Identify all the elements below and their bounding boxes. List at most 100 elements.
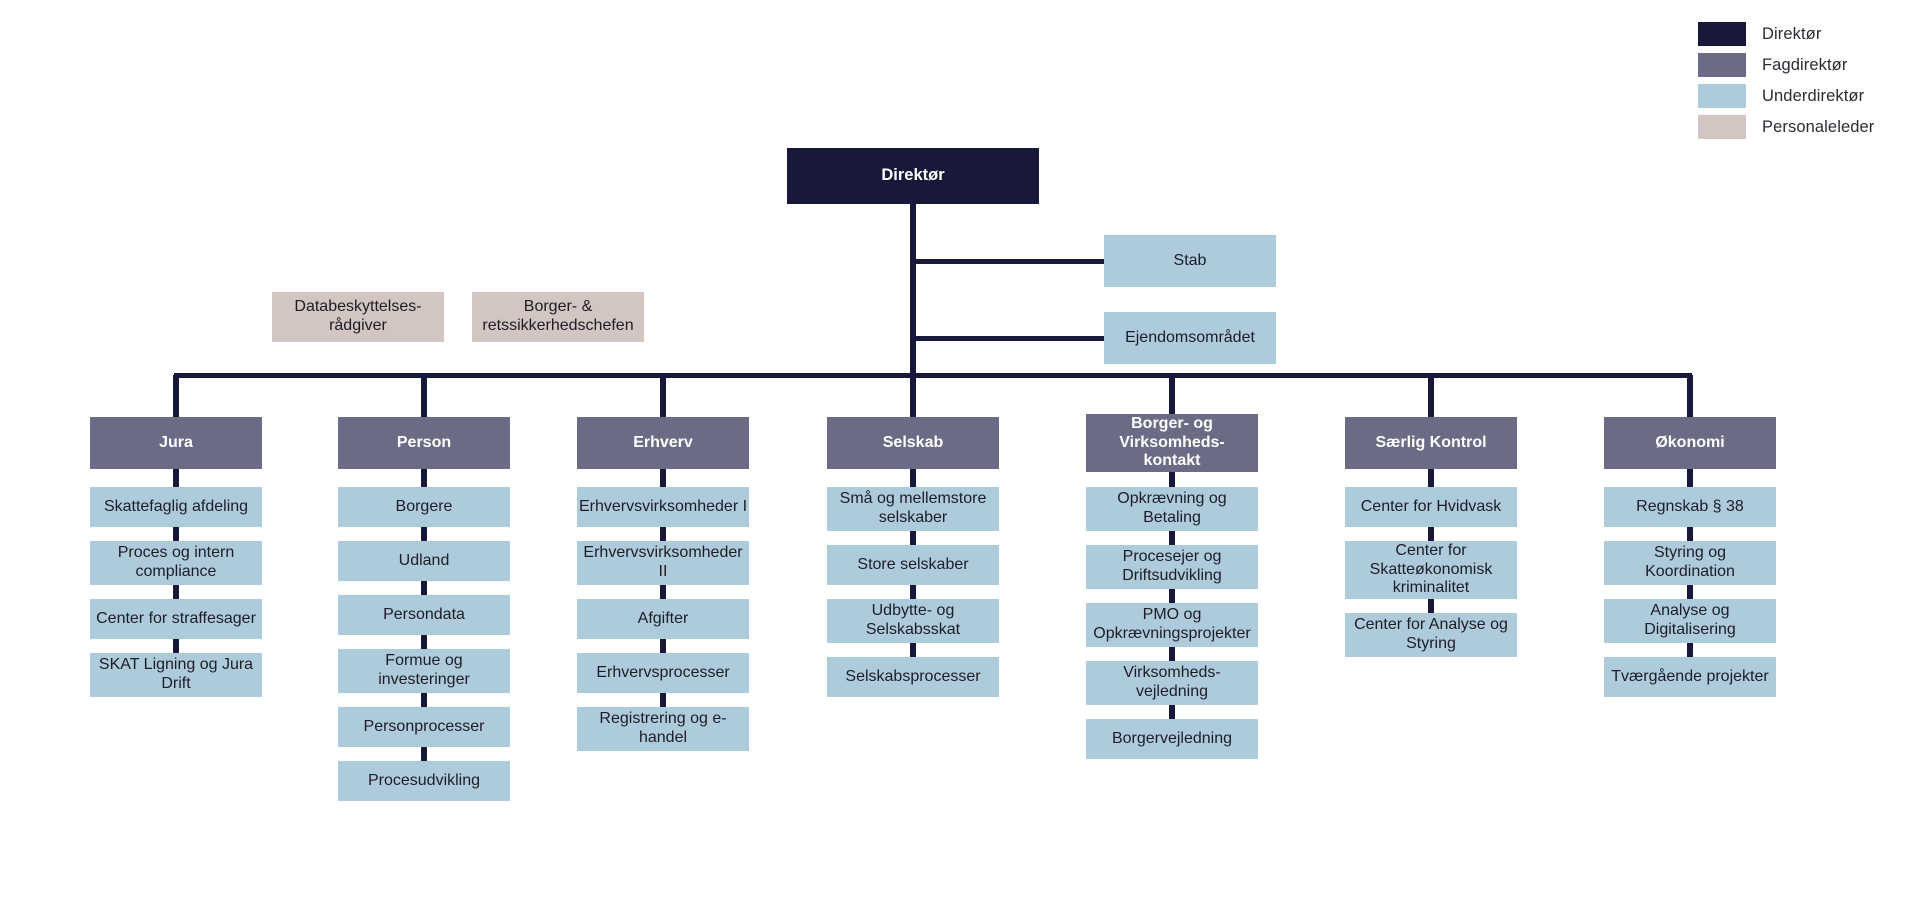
node-procesejer-og-driftsudvikling[interactable]: Procesejer og Driftsudvikling xyxy=(1086,545,1258,589)
node-erhvervsvirksomheder-i[interactable]: Erhvervsvirksomheder I xyxy=(577,487,749,527)
node-skattefaglig-afdeling[interactable]: Skattefaglig afdeling xyxy=(90,487,262,527)
node-label: PMO og Opkrævningsprojekter xyxy=(1093,606,1251,642)
node-store-selskaber[interactable]: Store selskaber xyxy=(827,545,999,585)
node-udland[interactable]: Udland xyxy=(338,541,510,581)
node-registrering-og-e-handel[interactable]: Registrering og e- handel xyxy=(577,707,749,751)
connector-jura-child-2 xyxy=(173,585,179,600)
node-label: Udbytte- og Selskabsskat xyxy=(865,602,961,638)
legend-swatch-direktoer xyxy=(1698,22,1746,46)
connector-oekonomi-child-0 xyxy=(1687,469,1693,488)
node-tvaergaaende-projekter[interactable]: Tværgående projekter xyxy=(1604,657,1776,697)
node-label: Stab xyxy=(1173,251,1207,269)
node-dept-selskab[interactable]: Selskab xyxy=(827,417,999,469)
legend-swatch-personaleleder xyxy=(1698,115,1746,139)
node-proces-og-intern-compliance[interactable]: Proces og intern compliance xyxy=(90,541,262,585)
node-label: Borgere xyxy=(395,497,453,515)
connector-oekonomi-child-2 xyxy=(1687,585,1693,600)
node-selskabsprocesser[interactable]: Selskabsprocesser xyxy=(827,657,999,697)
connector-erhverv-child-3 xyxy=(660,639,666,654)
legend-swatch-fagdirektoer xyxy=(1698,53,1746,77)
legend-label: Personaleleder xyxy=(1762,117,1875,136)
legend-item-underdirektoer: Underdirektør xyxy=(1698,84,1874,108)
connector-erhverv-child-1 xyxy=(660,527,666,542)
node-label: Center for Skatteøkonomisk kriminalitet xyxy=(1369,541,1493,597)
node-label: Selskabsprocesser xyxy=(845,667,981,685)
connector-oekonomi-child-3 xyxy=(1687,643,1693,658)
connector-selskab-child-1 xyxy=(910,531,916,546)
node-skat-ligning-og-jura-drift[interactable]: SKAT Ligning og Jura Drift xyxy=(90,653,262,697)
node-persondata[interactable]: Persondata xyxy=(338,595,510,635)
node-label: Personprocesser xyxy=(363,717,485,735)
connector-selskab-child-2 xyxy=(910,585,916,600)
node-pmo-og-opkraevningsprojekter[interactable]: PMO og Opkrævningsprojekter xyxy=(1086,603,1258,647)
connector-borger-og-virksomheds-kontakt-child-3 xyxy=(1169,647,1175,662)
connector-to-ejendomsomraadet xyxy=(913,335,1104,341)
node-erhvervsprocesser[interactable]: Erhvervsprocesser xyxy=(577,653,749,693)
node-ejendomsomraadet[interactable]: Ejendomsområdet xyxy=(1104,312,1276,364)
node-label: Center for Analyse og Styring xyxy=(1354,616,1508,652)
connector-bus-to-saerlig-kontrol xyxy=(1428,375,1434,419)
node-opkraevning-og-betaling[interactable]: Opkrævning og Betaling xyxy=(1086,487,1258,531)
node-center-for-skatteoekonomisk-kriminalitet[interactable]: Center for Skatteøkonomisk kriminalitet xyxy=(1345,541,1517,599)
connector-selskab-child-3 xyxy=(910,643,916,658)
connector-bus-to-jura xyxy=(173,375,179,419)
node-label: Selskab xyxy=(882,433,944,451)
node-procesudvikling[interactable]: Procesudvikling xyxy=(338,761,510,801)
node-erhvervsvirksomheder-ii[interactable]: Erhvervsvirksomheder II xyxy=(577,541,749,585)
node-borgere[interactable]: Borgere xyxy=(338,487,510,527)
connector-to-stab xyxy=(913,258,1104,264)
node-label: Person xyxy=(396,433,452,451)
node-label: Proces og intern compliance xyxy=(117,544,235,580)
node-center-for-straffesager[interactable]: Center for straffesager xyxy=(90,599,262,639)
node-udbytte-og-selskabsskat[interactable]: Udbytte- og Selskabsskat xyxy=(827,599,999,643)
connector-saerlig-kontrol-child-1 xyxy=(1428,527,1434,542)
connector-person-child-2 xyxy=(421,581,427,596)
connector-erhverv-child-0 xyxy=(660,469,666,488)
node-direktor[interactable]: Direktør xyxy=(787,148,1039,204)
connector-borger-og-virksomheds-kontakt-child-4 xyxy=(1169,705,1175,720)
legend-swatch-underdirektoer xyxy=(1698,84,1746,108)
node-virksomheds-vejledning[interactable]: Virksomheds- vejledning xyxy=(1086,661,1258,705)
connector-saerlig-kontrol-child-2 xyxy=(1428,599,1434,614)
node-center-for-hvidvask[interactable]: Center for Hvidvask xyxy=(1345,487,1517,527)
node-stab[interactable]: Stab xyxy=(1104,235,1276,287)
node-label: Styring og Koordination xyxy=(1645,544,1735,580)
legend-label: Fagdirektør xyxy=(1762,55,1848,74)
node-label: Borger- & retssikkerhedschefen xyxy=(482,298,634,334)
node-borgervejledning[interactable]: Borgervejledning xyxy=(1086,719,1258,759)
legend-item-fagdirektoer: Fagdirektør xyxy=(1698,53,1874,77)
node-label: Små og mellemstore selskaber xyxy=(839,490,987,526)
connector-jura-child-3 xyxy=(173,639,179,654)
node-afgifter[interactable]: Afgifter xyxy=(577,599,749,639)
node-styring-og-koordination[interactable]: Styring og Koordination xyxy=(1604,541,1776,585)
node-dept-oekonomi[interactable]: Økonomi xyxy=(1604,417,1776,469)
node-smaa-og-mellemstore-selskaber[interactable]: Små og mellemstore selskaber xyxy=(827,487,999,531)
node-dept-erhverv[interactable]: Erhverv xyxy=(577,417,749,469)
node-label: Persondata xyxy=(383,605,465,623)
connector-person-child-5 xyxy=(421,747,427,762)
node-databeskyttelses-raadgiver[interactable]: Databeskyttelses- rådgiver xyxy=(272,292,444,342)
node-borger-retssikkerhedschefen[interactable]: Borger- & retssikkerhedschefen xyxy=(472,292,644,342)
connector-bus-to-oekonomi xyxy=(1687,375,1693,419)
node-personprocesser[interactable]: Personprocesser xyxy=(338,707,510,747)
node-regnskab-38[interactable]: Regnskab § 38 xyxy=(1604,487,1776,527)
node-dept-borger-og-virksomheds-kontakt[interactable]: Borger- og Virksomheds- kontakt xyxy=(1086,414,1258,472)
node-label: Procesudvikling xyxy=(367,771,481,789)
node-label: Borgervejledning xyxy=(1111,729,1233,747)
node-dept-jura[interactable]: Jura xyxy=(90,417,262,469)
connector-bus-to-erhverv xyxy=(660,375,666,419)
node-label: Analyse og Digitalisering xyxy=(1644,602,1736,638)
node-label: Tværgående projekter xyxy=(1611,667,1769,685)
connector-person-child-3 xyxy=(421,635,427,650)
node-center-for-analyse-og-styring[interactable]: Center for Analyse og Styring xyxy=(1345,613,1517,657)
node-dept-saerlig-kontrol[interactable]: Særlig Kontrol xyxy=(1345,417,1517,469)
node-label: Erhvervsvirksomheder II xyxy=(583,544,743,580)
node-analyse-og-digitalisering[interactable]: Analyse og Digitalisering xyxy=(1604,599,1776,643)
node-label: Store selskaber xyxy=(857,555,969,573)
node-label: Økonomi xyxy=(1655,433,1725,451)
node-label: Særlig Kontrol xyxy=(1375,433,1487,451)
node-formue-og-investeringer[interactable]: Formue og investeringer xyxy=(338,649,510,693)
node-label: SKAT Ligning og Jura Drift xyxy=(98,656,254,692)
node-dept-person[interactable]: Person xyxy=(338,417,510,469)
